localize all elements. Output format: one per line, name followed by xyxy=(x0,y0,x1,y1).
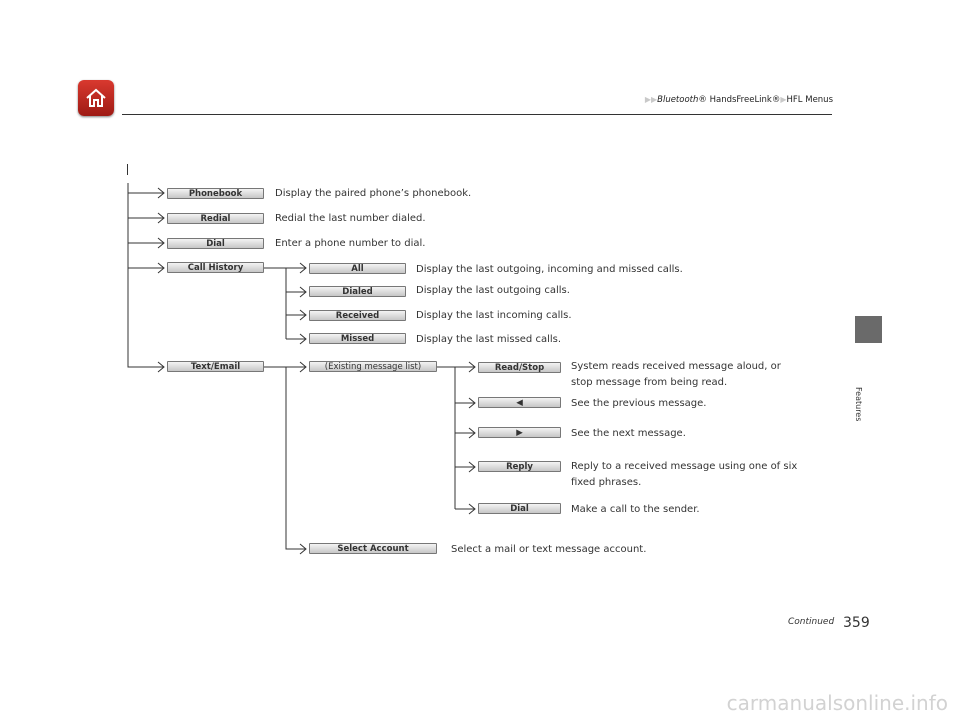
next-message-desc: See the next message. xyxy=(571,428,686,439)
section-tab[interactable] xyxy=(855,316,882,343)
text-email-button[interactable]: Text/Email xyxy=(167,361,264,372)
next-message-button[interactable]: ▶ xyxy=(478,427,561,438)
message-dial-desc: Make a call to the sender. xyxy=(571,504,700,515)
breadcrumb-part-2[interactable]: ® HandsFreeLink® xyxy=(698,95,781,105)
dialed-desc: Display the last outgoing calls. xyxy=(416,285,570,296)
watermark: carmanualsonline.info xyxy=(726,691,948,715)
all-desc: Display the last outgoing, incoming and … xyxy=(416,264,683,275)
home-button[interactable] xyxy=(78,80,114,116)
redial-button[interactable]: Redial xyxy=(167,213,264,224)
reply-desc-line1: Reply to a received message using one of… xyxy=(571,461,798,472)
dialed-button[interactable]: Dialed xyxy=(309,286,406,297)
next-arrow-icon: ▶ xyxy=(516,428,523,438)
read-stop-desc-line2: stop message from being read. xyxy=(571,377,728,388)
home-icon xyxy=(86,88,106,107)
breadcrumb-arrow-icon: ▶ xyxy=(780,95,787,104)
missed-desc: Display the last missed calls. xyxy=(416,334,562,345)
all-button[interactable]: All xyxy=(309,263,406,274)
header-rule xyxy=(122,114,832,115)
read-stop-desc-line1: System reads received message aloud, or xyxy=(571,361,781,372)
read-stop-button[interactable]: Read/Stop xyxy=(478,362,561,373)
continued-label: Continued xyxy=(788,617,835,627)
received-button[interactable]: Received xyxy=(309,310,406,321)
reply-button[interactable]: Reply xyxy=(478,461,561,472)
previous-arrow-icon: ◀ xyxy=(516,398,523,408)
received-desc: Display the last incoming calls. xyxy=(416,310,572,321)
existing-message-list-button[interactable]: (Existing message list) xyxy=(309,361,437,372)
diagram-start-marker xyxy=(127,164,128,175)
missed-button[interactable]: Missed xyxy=(309,333,406,344)
redial-desc: Redial the last number dialed. xyxy=(275,213,426,224)
breadcrumb: ▶▶Bluetooth® HandsFreeLink®▶HFL Menus xyxy=(645,95,833,105)
breadcrumb-part-3[interactable]: HFL Menus xyxy=(786,95,833,105)
reply-desc-line2: fixed phrases. xyxy=(571,477,642,488)
select-account-button[interactable]: Select Account xyxy=(309,543,437,554)
breadcrumb-part-1[interactable]: Bluetooth xyxy=(657,95,699,105)
previous-message-desc: See the previous message. xyxy=(571,398,707,409)
call-history-button[interactable]: Call History xyxy=(167,262,264,273)
dial-desc: Enter a phone number to dial. xyxy=(275,238,426,249)
phonebook-button[interactable]: Phonebook xyxy=(167,188,264,199)
previous-message-button[interactable]: ◀ xyxy=(478,397,561,408)
message-dial-button[interactable]: Dial xyxy=(478,503,561,514)
breadcrumb-arrow-icon: ▶▶ xyxy=(644,95,658,104)
page-number: 359 xyxy=(843,615,870,631)
select-account-desc: Select a mail or text message account. xyxy=(451,544,647,555)
dial-button[interactable]: Dial xyxy=(167,238,264,249)
phonebook-desc: Display the paired phone’s phonebook. xyxy=(275,188,472,199)
